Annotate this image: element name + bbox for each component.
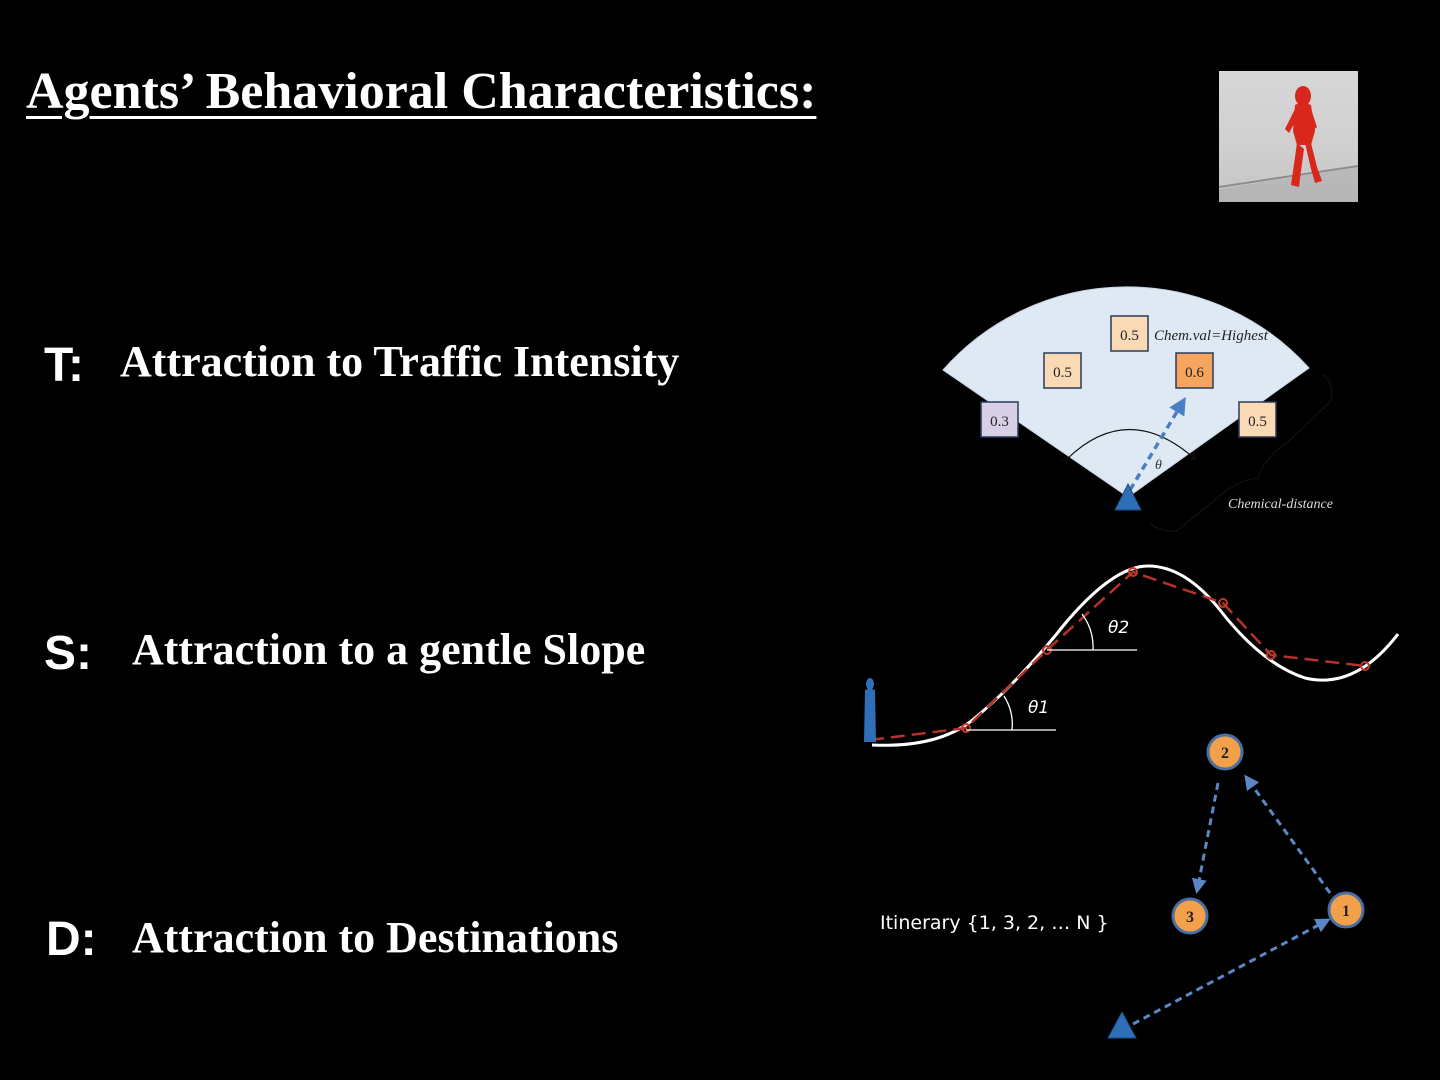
agent-triangle-destinations xyxy=(1107,1010,1137,1039)
highest-label: Chem.val=Highest xyxy=(1154,328,1269,344)
terrain-curve xyxy=(871,564,1400,747)
cell-value: 0.5 xyxy=(1120,328,1139,344)
route-start-to-1 xyxy=(1132,918,1331,1026)
cell-value: 0.6 xyxy=(1185,365,1204,381)
destinations-diagram: 2 3 1 xyxy=(1107,733,1365,1039)
cell-value: 0.5 xyxy=(1248,414,1267,430)
path-node xyxy=(1360,661,1370,671)
traffic-diagram: θ 0.3 0.5 0.5 0.6 0.5 Chem.val=Highest C… xyxy=(942,286,1333,532)
sensing-sector xyxy=(942,286,1310,498)
agent-figure-photo xyxy=(1219,71,1358,202)
destination-node-2: 2 xyxy=(1206,733,1244,771)
agent-triangle-traffic xyxy=(1114,482,1142,511)
cell-top: 0.5 xyxy=(1110,315,1149,352)
node-label: 2 xyxy=(1221,745,1229,762)
path-nodes xyxy=(961,567,1370,733)
row-text-destinations: Attraction to Destinations xyxy=(132,913,619,962)
cell-value: 0.3 xyxy=(990,414,1009,430)
direction-arrow xyxy=(1128,396,1186,491)
row-letter-d: D: xyxy=(46,913,97,966)
row-text-slope: Attraction to a gentle Slope xyxy=(132,625,646,674)
arc-theta2 xyxy=(1081,613,1094,651)
path-node xyxy=(1128,567,1138,577)
arc-theta1 xyxy=(1003,695,1013,731)
cell-low: 0.3 xyxy=(980,401,1019,438)
node-label: 3 xyxy=(1186,909,1194,926)
agent-figure-slope xyxy=(864,678,876,742)
distance-brace xyxy=(1149,373,1333,532)
angle-arc xyxy=(1067,429,1195,460)
route-2-to-3 xyxy=(1191,782,1220,894)
theta1-label: θ1 xyxy=(1028,698,1049,718)
row-text-traffic: Attraction to Traffic Intensity xyxy=(120,337,680,386)
destination-node-1: 1 xyxy=(1327,891,1365,929)
route-1-to-2 xyxy=(1244,774,1332,894)
theta2-label: θ2 xyxy=(1108,618,1129,638)
path-node xyxy=(961,723,971,733)
slope-diagram: θ1 θ2 xyxy=(864,564,1400,747)
cell-value: 0.5 xyxy=(1053,365,1072,381)
agent-path xyxy=(869,570,1366,742)
angle-label: θ xyxy=(1155,458,1162,473)
cell-right: 0.5 xyxy=(1238,401,1277,438)
path-node xyxy=(1266,650,1276,660)
distance-label: Chemical-distance xyxy=(1228,497,1333,512)
cell-left: 0.5 xyxy=(1043,352,1082,389)
page-title: Agents’ Behavioral Characteristics: xyxy=(26,63,817,120)
itinerary-label: Itinerary {1, 3, 2, … N } xyxy=(880,912,1109,934)
node-label: 1 xyxy=(1342,903,1350,920)
row-letter-t: T: xyxy=(44,339,84,392)
path-node xyxy=(1218,598,1228,608)
destination-node-3: 3 xyxy=(1171,897,1209,935)
row-letter-s: S: xyxy=(44,627,92,680)
cell-highlight: 0.6 xyxy=(1175,352,1214,389)
